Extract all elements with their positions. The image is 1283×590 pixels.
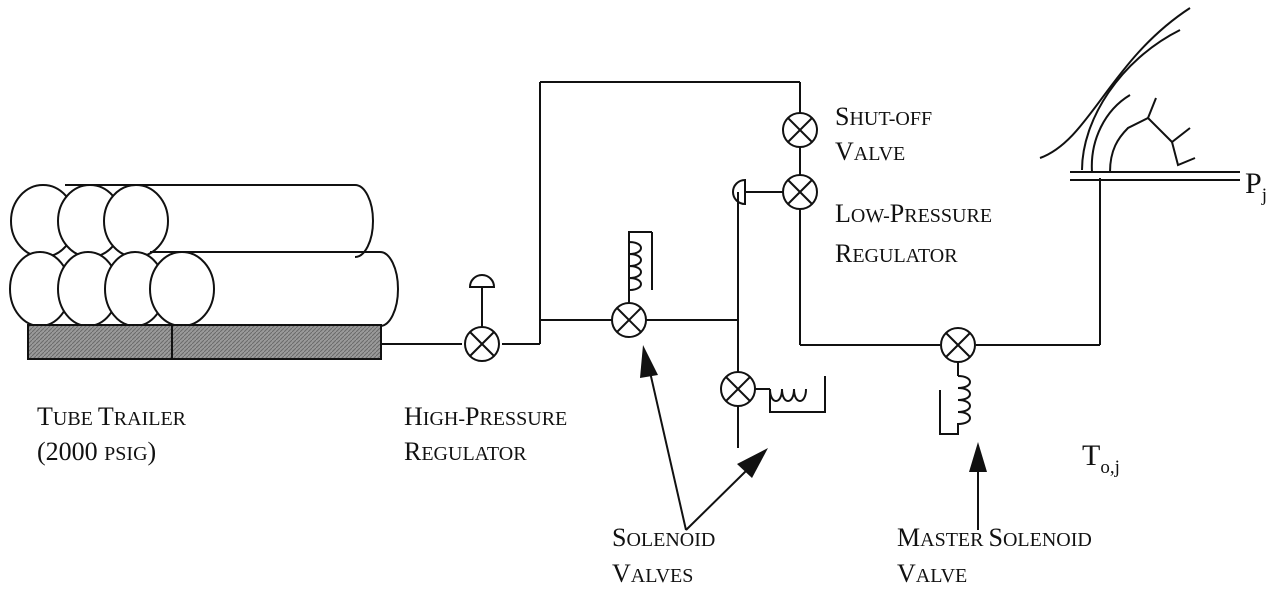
master-solenoid-valve (939, 327, 976, 435)
svg-text:(2000 PSIG): (2000 PSIG) (37, 437, 156, 466)
svg-text:SHUT-OFF: SHUT-OFF (835, 102, 932, 131)
svg-text:MASTER SOLENOID: MASTER SOLENOID (897, 523, 1092, 552)
tube-trailer (9, 184, 399, 360)
svg-text:REGULATOR: REGULATOR (404, 437, 527, 466)
svg-text:VALVES: VALVES (612, 559, 693, 588)
label-shutoff-valve: SHUT-OFF VALVE (835, 102, 932, 166)
svg-text:VALVE: VALVE (897, 559, 967, 588)
master-arrow (969, 442, 987, 530)
solenoid-coil (769, 388, 807, 402)
svg-text:SOLENOID: SOLENOID (612, 523, 715, 552)
jet-exit (1039, 7, 1240, 181)
label-master-solenoid-valve: MASTER SOLENOID VALVE (897, 523, 1092, 588)
label-low-pressure-regulator: LOW-PRESSURE REGULATOR (835, 199, 992, 268)
label-pressure-pj: Pj (1245, 167, 1267, 206)
shutoff-valve (782, 112, 818, 148)
label-high-pressure-regulator: HIGH-PRESSURE REGULATOR (404, 402, 567, 466)
svg-text:To,j: To,j (1082, 439, 1120, 478)
solenoid-valve-upper (611, 231, 653, 338)
solenoid-valve-lower (720, 371, 826, 413)
tube-top-body (65, 184, 374, 258)
high-pressure-regulator-valve (464, 274, 500, 362)
svg-text:VALVE: VALVE (835, 137, 905, 166)
label-solenoid-valves: SOLENOID VALVES (612, 523, 715, 588)
solenoid-coil (628, 231, 652, 291)
solenoid-arrows (640, 345, 768, 531)
tube-bottom-body (150, 251, 399, 327)
low-pressure-regulator-valve (732, 174, 818, 210)
piping (381, 81, 1101, 448)
label-temperature-toj: To,j (1082, 439, 1120, 478)
svg-text:REGULATOR: REGULATOR (835, 239, 958, 268)
svg-text:TUBE TRAILER: TUBE TRAILER (37, 402, 187, 431)
trailer-platform (27, 324, 382, 360)
svg-text:HIGH-PRESSURE: HIGH-PRESSURE (404, 402, 567, 431)
svg-text:LOW-PRESSURE: LOW-PRESSURE (835, 199, 992, 228)
svg-text:Pj: Pj (1245, 167, 1267, 206)
label-tube-trailer: TUBE TRAILER (2000 PSIG) (37, 402, 187, 466)
